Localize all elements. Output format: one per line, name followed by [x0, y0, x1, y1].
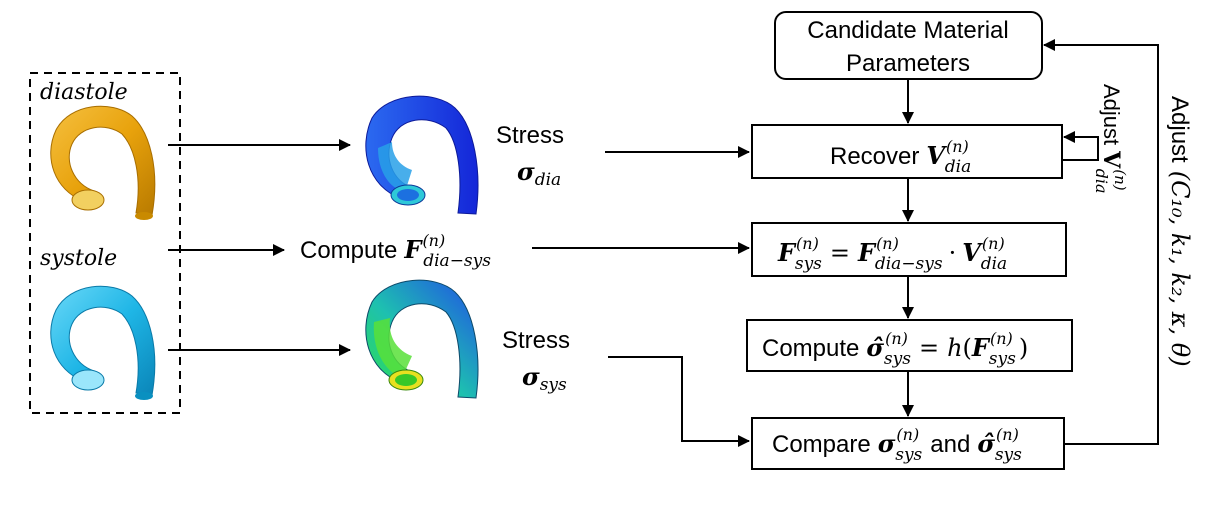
- sigma-dia-label: σdia: [517, 157, 561, 190]
- adjust-V-label: AdjustV(n)dia: [1092, 84, 1129, 194]
- systole-stress-aorta-icon: [365, 279, 479, 399]
- stress-sys-word: Stress: [502, 327, 570, 354]
- candidate-line1: Candidate Material: [807, 17, 1008, 44]
- adjust-V-loop-arrow: [1062, 131, 1099, 161]
- candidate-parameters-box: Candidate Material Parameters: [774, 11, 1043, 80]
- systole-label: systole: [40, 246, 117, 271]
- candidate-line2: Parameters: [846, 50, 970, 77]
- diastole-label: diastole: [40, 80, 128, 105]
- F-sys-equation: F(n)sys=F(n)dia−sys·V(n)dia: [777, 234, 1007, 274]
- systole-aorta-icon: [50, 285, 156, 400]
- diastole-aorta-icon: [50, 105, 156, 220]
- adjust-parameters-label: Adjust(C₁₀, k₁, k₂, κ, θ): [1166, 96, 1194, 367]
- arrow-sigma-sys-to-compare: [608, 356, 750, 447]
- diastole-stress-aorta-icon: [365, 95, 479, 215]
- stress-dia-word: Stress: [496, 122, 564, 149]
- adjust-parameters-loop-arrow: [1043, 39, 1159, 445]
- sigma-sys-label: σsys: [522, 362, 567, 395]
- F-sys-equation-box: F(n)sys=F(n)dia−sys·V(n)dia: [751, 222, 1067, 277]
- input-geometry-box: [29, 72, 181, 414]
